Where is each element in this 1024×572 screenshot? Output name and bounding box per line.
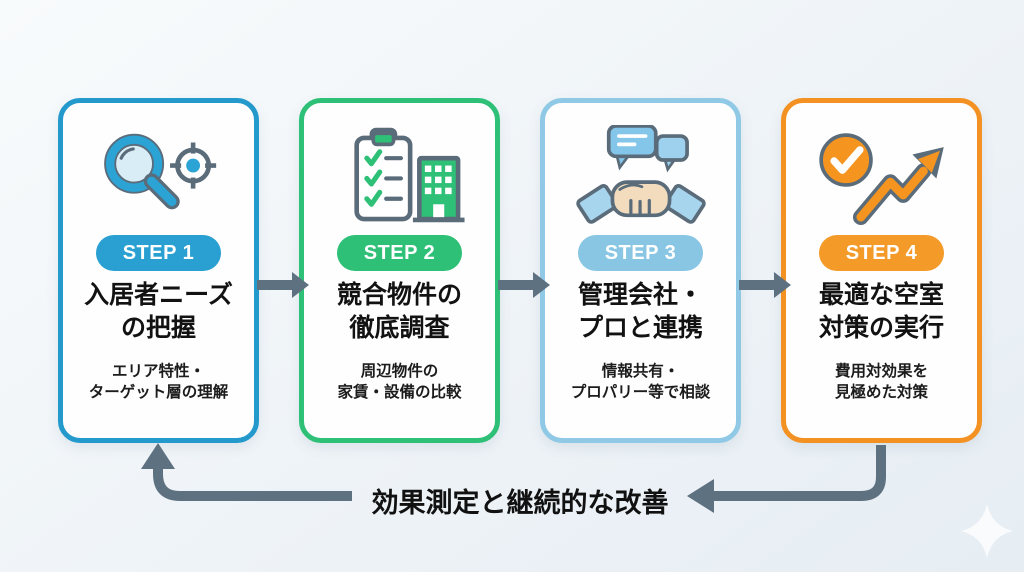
step-title: 入居者ニーズ の把握: [84, 281, 233, 342]
sparkle-icon: [961, 504, 1013, 558]
arrow-right-icon: [533, 272, 550, 298]
connector-arrow-1: [257, 272, 309, 298]
step-badge: STEP 4: [818, 235, 945, 271]
checklist-building-icon: [325, 123, 475, 233]
step-subtitle: 情報共有・ プロパリー等で相談: [570, 363, 711, 402]
step-badge: STEP 2: [336, 235, 463, 271]
connector-arrow-2: [498, 272, 550, 298]
search-target-icon: [84, 123, 234, 233]
connector-arrow-3: [739, 272, 791, 298]
step-title: 最適な空室 対策の実行: [818, 281, 944, 342]
handshake-chat-icon: [566, 123, 716, 233]
check-growth-icon: [807, 123, 957, 233]
step-title: 競合物件の 徹底調査: [336, 281, 462, 342]
step-badge: STEP 1: [95, 235, 222, 271]
arrow-right-icon: [774, 272, 791, 298]
step-card-3: STEP 3 管理会社・ プロと連携 情報共有・ プロパリー等で相談: [540, 98, 741, 443]
arrow-right-icon: [292, 272, 309, 298]
step-subtitle: 周辺物件の 家賃・設備の比較: [337, 363, 462, 402]
steps-row: STEP 1 入居者ニーズ の把握 エリア特性・ ターゲット層の理解: [58, 98, 982, 443]
step-card-2: STEP 2 競合物件の 徹底調査 周辺物件の 家賃・設備の比較: [299, 98, 500, 443]
arrow-left-icon: [687, 479, 714, 513]
step-subtitle: 費用対効果を 見極めた対策: [834, 363, 928, 402]
step-subtitle: エリア特性・ ターゲット層の理解: [88, 363, 229, 402]
feedback-loop-label: 効果測定と継続的な改善: [371, 488, 669, 518]
step-card-4: STEP 4 最適な空室 対策の実行 費用対効果を 見極めた対策: [781, 98, 982, 443]
step-badge: STEP 3: [577, 235, 704, 271]
step-card-1: STEP 1 入居者ニーズ の把握 エリア特性・ ターゲット層の理解: [58, 98, 259, 443]
step-title: 管理会社・ プロと連携: [577, 281, 703, 342]
arrow-up-icon: [141, 443, 175, 469]
